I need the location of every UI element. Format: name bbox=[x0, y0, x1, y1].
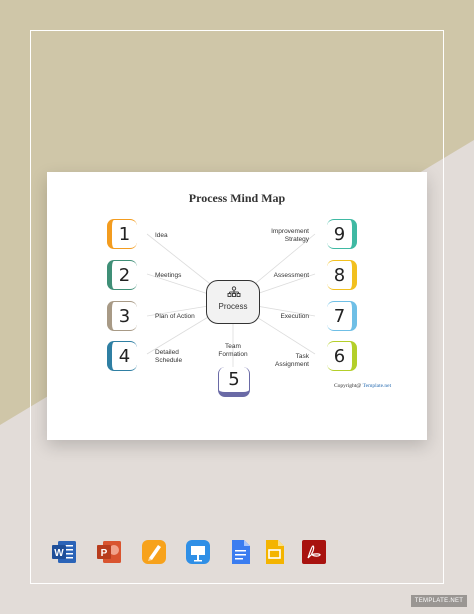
svg-text:P: P bbox=[101, 548, 108, 559]
step-2-box: 2 bbox=[107, 260, 137, 290]
step-number: 8 bbox=[333, 264, 346, 286]
step-number: 5 bbox=[228, 369, 240, 390]
center-node: Process bbox=[206, 280, 260, 324]
step-3-box: 3 bbox=[107, 301, 137, 331]
center-label: Process bbox=[218, 302, 248, 311]
step-number: 3 bbox=[118, 305, 131, 327]
step-8-box: 8 bbox=[327, 260, 357, 290]
google-slides-icon[interactable] bbox=[260, 538, 288, 566]
step-7-label: Execution bbox=[280, 313, 309, 320]
decorative-frame bbox=[30, 30, 444, 584]
step-5-label: Team Formation bbox=[218, 343, 248, 358]
pages-icon[interactable] bbox=[140, 538, 168, 566]
step-number: 7 bbox=[333, 305, 346, 327]
watermark-badge: TEMPLATE.NET bbox=[411, 595, 467, 607]
step-number: 4 bbox=[118, 345, 131, 367]
step-4-label: Detailed Schedule bbox=[155, 349, 183, 364]
mind-map-card: Process Mind Map 1 2 3 4 Idea Meetings P… bbox=[47, 172, 427, 440]
copyright-prefix: Copyright@ bbox=[334, 383, 363, 389]
step-number: 1 bbox=[118, 223, 131, 245]
step-number: 9 bbox=[333, 223, 346, 245]
step-1-label: Idea bbox=[155, 232, 168, 239]
mind-map-title: Process Mind Map bbox=[188, 191, 286, 205]
step-number: 6 bbox=[333, 345, 346, 367]
word-icon[interactable]: W bbox=[50, 538, 78, 566]
powerpoint-icon[interactable]: P bbox=[95, 538, 123, 566]
svg-text:W: W bbox=[54, 548, 64, 559]
google-docs-icon[interactable] bbox=[226, 538, 254, 566]
step-4-box: 4 bbox=[107, 341, 137, 371]
step-2-label: Meetings bbox=[155, 272, 182, 279]
step-6-label: Task Assignment bbox=[275, 353, 309, 368]
copyright-link[interactable]: Template.net bbox=[362, 383, 392, 389]
process-icon bbox=[227, 286, 241, 297]
keynote-icon[interactable] bbox=[184, 538, 212, 566]
copyright-text: Copyright@ Template.net bbox=[334, 383, 391, 389]
step-9-label: Improvement Strategy bbox=[271, 228, 309, 243]
step-number: 2 bbox=[118, 264, 131, 286]
step-3-label: Plan of Action bbox=[155, 313, 195, 320]
step-1-box: 1 bbox=[107, 219, 137, 249]
pdf-icon[interactable] bbox=[300, 538, 328, 566]
step-6-box: 6 bbox=[327, 341, 357, 371]
step-7-box: 7 bbox=[327, 301, 357, 331]
step-8-label: Assessment bbox=[273, 272, 309, 279]
step-9-box: 9 bbox=[327, 219, 357, 249]
step-5-box: 5 bbox=[218, 367, 250, 397]
